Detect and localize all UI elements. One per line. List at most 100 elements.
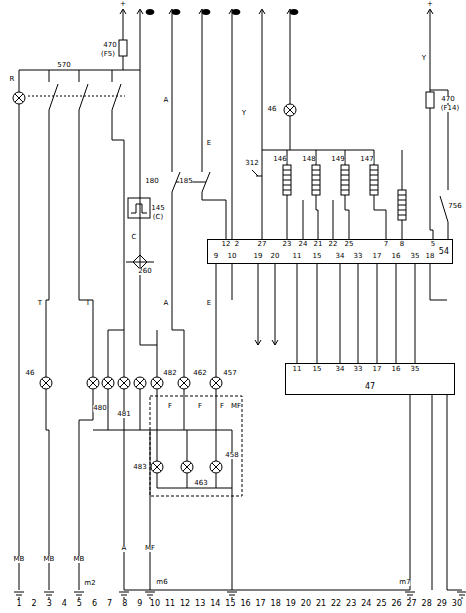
- callout-number: 34: [336, 366, 345, 373]
- callout-number: MB: [74, 556, 85, 563]
- callout-number: 147: [360, 156, 373, 163]
- ground-symbol: [227, 592, 237, 598]
- switch-260: [126, 255, 154, 269]
- coil-winding: [398, 200, 406, 201]
- callout-number: +: [427, 1, 433, 8]
- grid-number: 15: [225, 600, 235, 608]
- callout-number: 17: [373, 253, 382, 260]
- lamp-symbol: [181, 461, 193, 473]
- callout-number: 145: [151, 205, 164, 212]
- grid-number: 20: [301, 600, 311, 608]
- ground-symbol: [405, 592, 415, 598]
- ground-symbol: [14, 592, 24, 598]
- callout-number: F: [198, 403, 202, 410]
- coil-winding: [398, 210, 406, 211]
- ground-symbol: [74, 592, 84, 598]
- feed-arrow: [427, 9, 433, 14]
- callout-number: 457: [223, 370, 236, 377]
- callout-number: MB: [44, 556, 55, 563]
- callout-number: F: [168, 403, 172, 410]
- grid-number: 18: [271, 600, 281, 608]
- grid-number: 25: [376, 600, 386, 608]
- grid-number: 8: [122, 600, 127, 608]
- feed-wires: [19, 10, 433, 345]
- lamp-cross: [42, 379, 50, 387]
- callout-number: A: [164, 300, 169, 307]
- key-symbol: [172, 10, 180, 15]
- callout-number: 180: [145, 178, 158, 185]
- callout-number: T: [38, 300, 42, 307]
- grid-number: 3: [47, 600, 52, 608]
- callout-number: 16: [392, 253, 401, 260]
- lamp-cross: [136, 379, 144, 387]
- coil-symbol: [312, 165, 320, 195]
- relay-145: [128, 198, 150, 218]
- lamp-symbol: [102, 377, 114, 389]
- callout-number: C: [132, 234, 137, 241]
- feed-arrow: [137, 9, 143, 14]
- grid-number: 29: [437, 600, 447, 608]
- callout-number: 27: [258, 241, 267, 248]
- lamp-cross: [180, 379, 188, 387]
- wire-connector: [377, 264, 378, 363]
- coil-winding: [283, 175, 291, 176]
- callout-number: +: [120, 1, 126, 8]
- grid-number: 23: [346, 600, 356, 608]
- callout-number: T: [86, 300, 90, 307]
- callout-number: 11: [293, 366, 302, 373]
- coil-winding: [341, 175, 349, 176]
- coil-winding: [283, 190, 291, 191]
- callout-number: 5: [431, 241, 435, 248]
- callout-number: (F5): [101, 51, 115, 58]
- callout-number: 570: [57, 62, 70, 69]
- grid-number: 14: [210, 600, 220, 608]
- callout-number: 11: [293, 253, 302, 260]
- callout-number: 146: [273, 156, 286, 163]
- module-box: 47: [285, 363, 455, 395]
- coil-winding: [312, 180, 320, 181]
- coil-symbol: [398, 190, 406, 220]
- coil-winding: [370, 180, 378, 181]
- grid-number: 21: [316, 600, 326, 608]
- coil-winding: [283, 180, 291, 181]
- lamp-cross: [120, 379, 128, 387]
- grid-number: 13: [195, 600, 205, 608]
- callout-number: 482: [163, 370, 176, 377]
- callout-number: 10: [228, 253, 237, 260]
- coil-winding: [341, 185, 349, 186]
- grid-number: 28: [422, 600, 432, 608]
- key-symbol: [232, 10, 240, 15]
- lamp-symbol: [134, 377, 146, 389]
- lamp-cross: [15, 94, 23, 102]
- callout-number: 18: [426, 253, 435, 260]
- lamp-symbol: [118, 377, 130, 389]
- coil-winding: [283, 185, 291, 186]
- grid-number: 26: [391, 600, 401, 608]
- callout-number: 756: [448, 203, 461, 210]
- lamp-cross: [212, 463, 220, 471]
- lamp-symbol: [210, 461, 222, 473]
- callout-number: m7: [399, 579, 410, 586]
- lamp-symbol: [87, 377, 99, 389]
- wire-connector: [396, 264, 397, 363]
- coil-symbol: [341, 165, 349, 195]
- wire-connector: [297, 264, 298, 363]
- grid-number: 2: [32, 600, 37, 608]
- coil-winding: [370, 190, 378, 191]
- ground-symbol: [119, 592, 129, 598]
- coil-winding: [398, 195, 406, 196]
- coil-winding: [398, 215, 406, 216]
- wire-connector: [340, 264, 341, 363]
- callout-number: 463: [194, 480, 207, 487]
- key-symbol: [146, 10, 154, 15]
- callout-number: R: [10, 76, 15, 83]
- lamp-cross: [212, 379, 220, 387]
- wire-connector: [317, 264, 318, 363]
- callout-number: 22: [329, 241, 338, 248]
- coil-winding: [370, 170, 378, 171]
- coil-wires: [252, 90, 448, 239]
- grid-number: 9: [137, 600, 142, 608]
- ground-symbol: [457, 592, 466, 598]
- callout-number: 12: [222, 241, 231, 248]
- grid-number: 30: [452, 600, 462, 608]
